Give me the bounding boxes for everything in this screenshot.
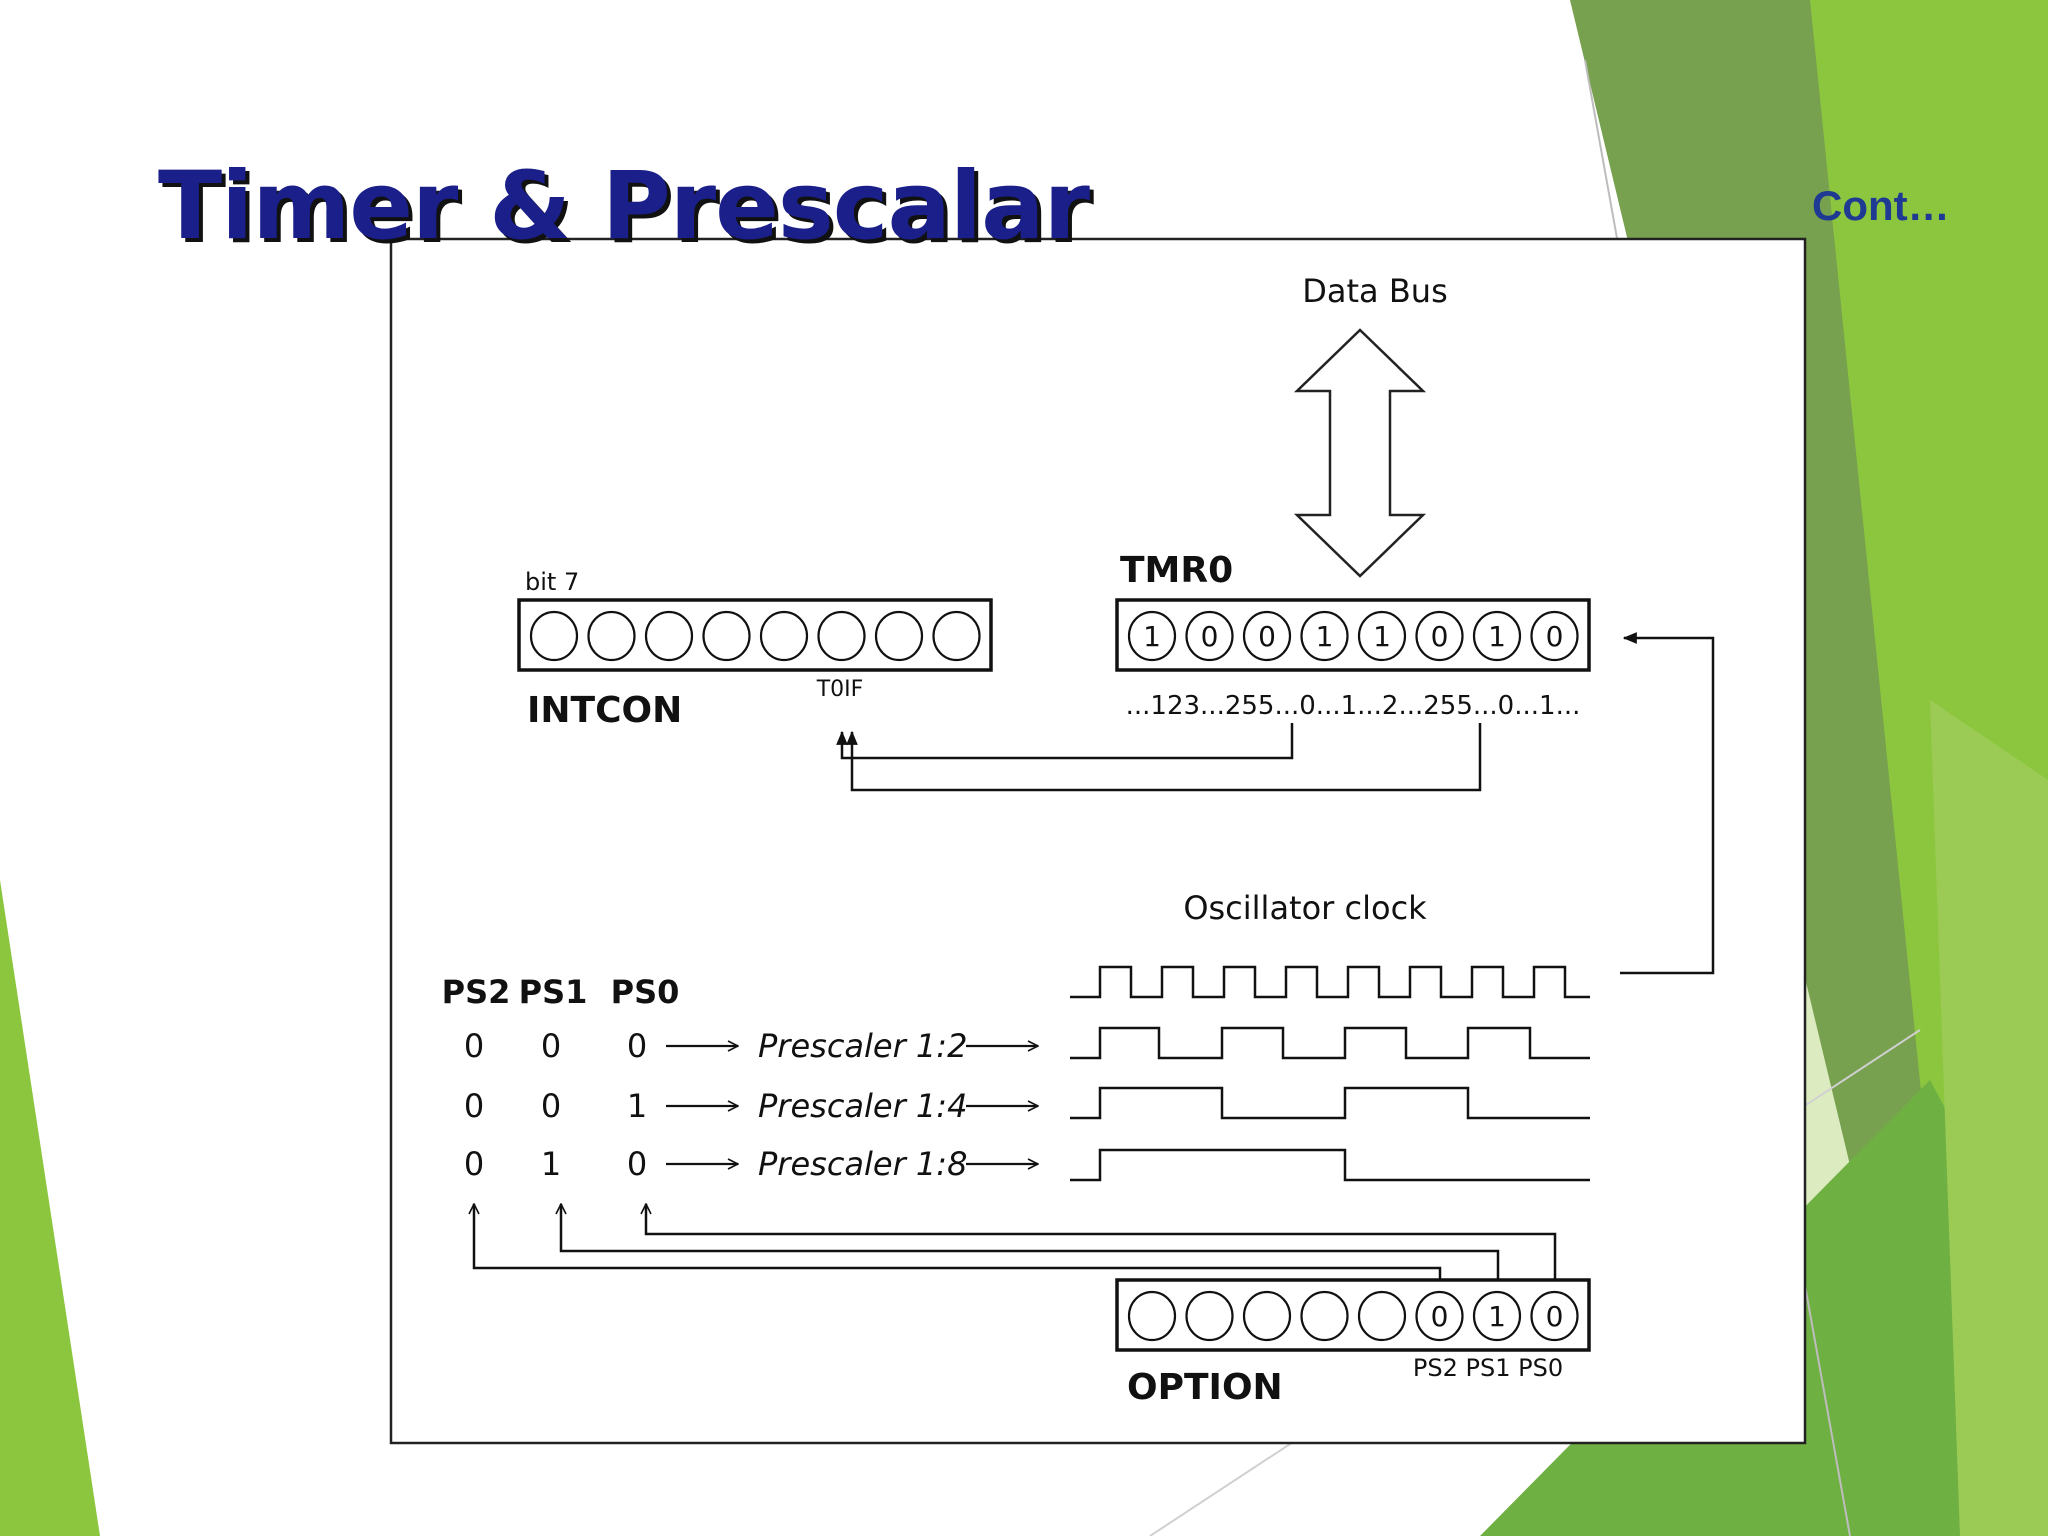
intcon-bit-5 (817, 610, 866, 662)
overflow-line-1 (836, 723, 1294, 760)
t0if-label: T0IF (816, 677, 864, 702)
intcon-bit-1 (587, 610, 636, 662)
intcon-bit-3 (702, 610, 751, 662)
ps0-select-line (646, 1204, 1557, 1280)
data-bus-label: Data Bus (1302, 272, 1447, 310)
option-bit-value: 1 (1488, 1300, 1506, 1333)
prescaler-bit-cell: 0 (464, 1145, 484, 1183)
prescaler-label: Prescaler 1:4 (758, 1087, 967, 1125)
option-bit-4 (1357, 1290, 1407, 1342)
tmr0-bit-3 (1300, 610, 1349, 662)
option-bits: 0 1 0 (1127, 1290, 1579, 1342)
prescaler-bit-cell: 0 (627, 1145, 647, 1183)
clock-feed-line (1620, 632, 1715, 975)
prescaler-1-8-waveform (1070, 1148, 1590, 1182)
tmr0-bit-value: 0 (1546, 620, 1564, 653)
slide-subtitle: Cont… (1812, 182, 1950, 229)
intcon-bit-6 (874, 610, 924, 662)
intcon-bit-7 (932, 610, 981, 662)
oscillator-label: Oscillator clock (1183, 889, 1427, 927)
prescaler-header-ps1: PS1 (519, 973, 588, 1011)
option-bit-3 (1300, 1290, 1349, 1342)
prescaler-1-2-waveform (1070, 1026, 1590, 1060)
intcon-bit-label: bit 7 (525, 568, 579, 596)
option-name: OPTION (1127, 1367, 1283, 1408)
tmr0-bit-value: 1 (1373, 620, 1391, 653)
intcon-bit-4 (759, 610, 809, 662)
option-bit-value: 0 (1431, 1300, 1449, 1333)
tmr0-bit-5 (1415, 610, 1464, 662)
tmr0-bit-4 (1357, 610, 1407, 662)
diagram-frame (389, 237, 1807, 1445)
prescaler-header-ps0: PS0 (611, 973, 680, 1011)
tmr0-name: TMR0 (1120, 550, 1233, 591)
intcon-name: INTCON (527, 690, 682, 731)
tmr0-bits: 1 0 0 1 1 0 1 0 (1127, 610, 1579, 662)
tmr0-bit-1 (1185, 610, 1234, 662)
option-bit-value: 0 (1546, 1300, 1564, 1333)
ps1-select-line (561, 1204, 1500, 1280)
option-bit-0 (1127, 1290, 1177, 1342)
tmr0-bit-value: 1 (1316, 620, 1334, 653)
prescaler-bit-cell: 0 (541, 1027, 561, 1065)
tmr0-bit-2 (1242, 610, 1292, 662)
oscillator-waveform (1070, 965, 1590, 999)
prescaler-bit-cell: 0 (627, 1027, 647, 1065)
tmr0-bit-value: 0 (1258, 620, 1276, 653)
prescaler-1-4-waveform (1070, 1086, 1590, 1120)
prescaler-label: Prescaler 1:2 (758, 1027, 967, 1065)
tmr0-bit-value: 1 (1143, 620, 1161, 653)
option-bit-1 (1185, 1290, 1234, 1342)
slide-title: Timer & Prescalar (158, 152, 1090, 261)
prescaler-bit-cell: 0 (464, 1087, 484, 1125)
prescaler-label: Prescaler 1:8 (758, 1145, 967, 1183)
ps2-select-line (474, 1204, 1442, 1280)
green-decor-accent (1930, 700, 2048, 1536)
option-bit-5 (1415, 1290, 1464, 1342)
prescaler-header-ps2: PS2 (442, 973, 511, 1011)
intcon-bits (529, 610, 981, 662)
intcon-bit-2 (644, 610, 694, 662)
tmr0-bit-value: 0 (1201, 620, 1219, 653)
prescaler-bit-cell: 0 (541, 1087, 561, 1125)
green-decor-left (0, 880, 100, 1536)
prescaler-bit-cell: 1 (541, 1145, 561, 1183)
option-bit-7 (1530, 1290, 1579, 1342)
overflow-line-2 (846, 723, 1482, 792)
tmr0-bit-6 (1472, 610, 1522, 662)
tmr0-bit-7 (1530, 610, 1579, 662)
data-bus-arrow (1293, 328, 1427, 578)
tmr0-bit-0 (1127, 610, 1177, 662)
tmr0-bit-value: 1 (1488, 620, 1506, 653)
option-bit-labels: PS2 PS1 PS0 (1413, 1354, 1563, 1382)
tmr0-sequence: ...123...255...0...1...2...255...0...1..… (1126, 691, 1581, 721)
prescaler-bit-cell: 1 (627, 1087, 647, 1125)
intcon-bit-0 (529, 610, 579, 662)
option-bit-2 (1242, 1290, 1292, 1342)
prescaler-bit-cell: 0 (464, 1027, 484, 1065)
option-bit-6 (1472, 1290, 1522, 1342)
tmr0-bit-value: 0 (1431, 620, 1449, 653)
